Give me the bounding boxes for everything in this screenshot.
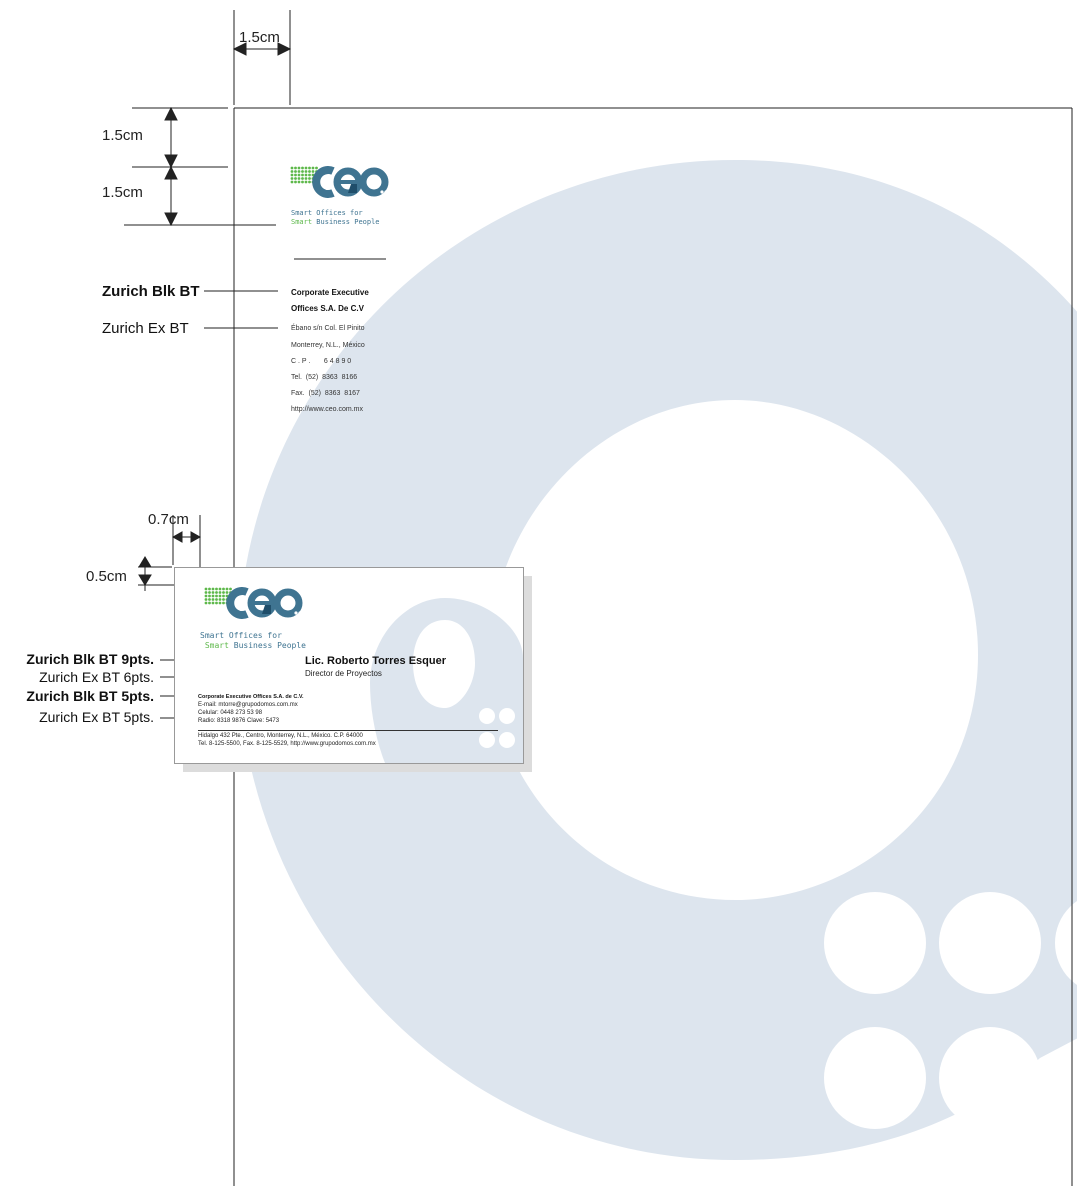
logo-wordmark: ceo (290, 165, 292, 166)
dimension-margin-left: 1.5cm (239, 29, 280, 46)
annotation-title-font: Zurich Ex BT 6pts. (39, 669, 154, 685)
address-line-3: C . P . 6 4 8 9 0 (291, 358, 352, 365)
address-line-2: Monterrey, N.L., México (291, 342, 365, 349)
dimension-margin-top: 1.5cm (102, 127, 143, 144)
logo-tagline: Smart Offices for Smart Business People (291, 209, 380, 227)
card-watermark (370, 598, 523, 763)
card-divider (198, 730, 498, 731)
company-name-line2: Offices S.A. De C.V (291, 304, 364, 313)
card-company: Corporate Executive Offices S.A. de C.V. (198, 694, 304, 700)
card-contact: Tel. 8-125-5500, Fax. 8-125-5529, http:/… (198, 741, 376, 747)
card-radio: Radio: 8318 9876 Clave: 5473 (198, 718, 280, 724)
company-name-line1: Corporate Executive (291, 288, 369, 297)
dimension-card-margin-left: 0.7cm (148, 511, 189, 528)
card-tagline-business: Business People (233, 641, 306, 650)
ceo-logo-card: ceo (204, 586, 303, 619)
annotation-bold-font: Zurich Blk BT (102, 283, 200, 300)
tagline-smart: Smart (291, 218, 313, 226)
card-logo-tagline: Smart Offices for Smart Business People (200, 631, 306, 651)
card-person-title: Director de Proyectos (305, 669, 382, 678)
address-line-4: Tel. (52) 8363 8166 (291, 374, 358, 381)
address-line-6: http://www.ceo.com.mx (291, 406, 363, 413)
address-line-5: Fax. (52) 8363 8167 (291, 390, 360, 397)
card-logo-wordmark: ceo (204, 586, 206, 587)
card-tagline-line1: Smart Offices for (200, 631, 282, 640)
annotation-details-font: Zurich Ex BT 5pts. (39, 709, 154, 725)
card-person-name: Lic. Roberto Torres Esquer (305, 655, 446, 667)
dimension-logo-height: 1.5cm (102, 184, 143, 201)
card-cell: Celular: 0448 273 53 98 (198, 710, 263, 716)
annotation-company-font: Zurich Blk BT 5pts. (26, 688, 154, 704)
tagline-line1: Smart Offices for (291, 209, 363, 217)
card-email: E-mail: mtorre@grupodomos.com.mx (198, 702, 298, 708)
tagline-business: Business People (316, 218, 380, 226)
card-address: Hidalgo 432 Pte., Centro, Monterrey, N.L… (198, 733, 363, 739)
ceo-logo-letterhead: ceo (290, 165, 389, 198)
annotation-name-font: Zurich Blk BT 9pts. (26, 651, 154, 667)
dimension-card-margin-top: 0.5cm (86, 568, 127, 585)
card-tagline-smart: Smart (204, 641, 229, 650)
annotation-regular-font: Zurich Ex BT (102, 320, 189, 337)
address-line-1: Ébano s/n Col. El Pinito (291, 325, 365, 332)
